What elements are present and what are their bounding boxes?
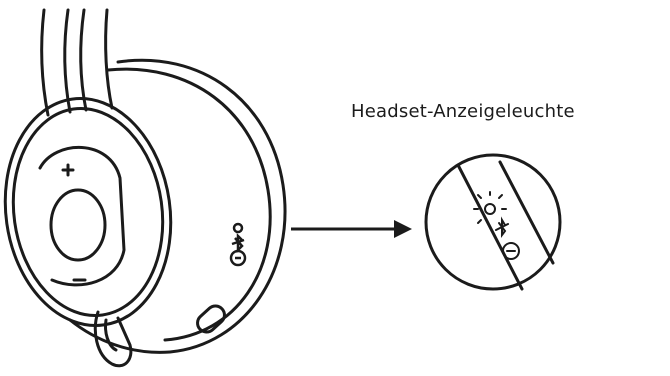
control-panel (38, 146, 126, 287)
plus-icon[interactable] (61, 163, 75, 177)
mute-icon[interactable] (229, 249, 247, 267)
magnified-callout (424, 153, 562, 291)
power-switch[interactable] (194, 302, 228, 335)
side-indicators (229, 222, 247, 267)
mute-icon[interactable] (502, 242, 520, 260)
arrow-right-icon (291, 220, 412, 238)
ear-cushion (3, 97, 173, 327)
headband (40, 8, 114, 117)
indicator-light-icon (473, 191, 507, 224)
bluetooth-off-icon (231, 232, 245, 254)
mic-boom (93, 310, 133, 368)
indicator-light-icon (232, 222, 244, 234)
headset-indicator-label: Headset-Anzeigeleuchte (351, 101, 575, 122)
center-button[interactable] (49, 188, 107, 262)
bluetooth-off-icon (495, 216, 509, 238)
